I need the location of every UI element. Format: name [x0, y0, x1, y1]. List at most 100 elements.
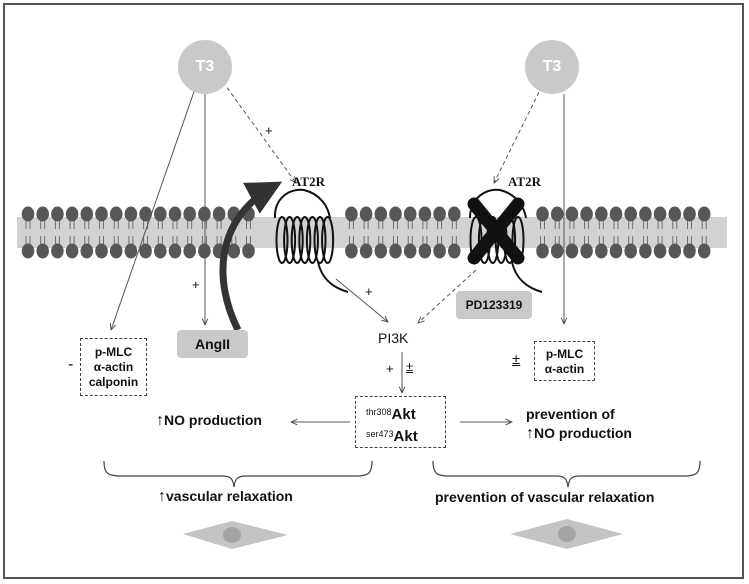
lipid-head — [536, 206, 549, 222]
p-mlc-box-left: p-MLC α-actin calponin — [80, 338, 147, 396]
outcome-left-text: vascular relaxation — [166, 488, 293, 504]
lipid-head — [403, 206, 417, 222]
outcome-right: prevention of vascular relaxation — [435, 489, 655, 505]
lipid-head — [389, 206, 402, 222]
lipid-head — [389, 243, 402, 259]
lipid-head — [51, 206, 64, 222]
lipid-head — [183, 206, 196, 222]
receptor-helix — [321, 216, 335, 264]
lipid-head — [624, 243, 637, 259]
lipid-head — [36, 243, 49, 259]
lipid-head — [21, 206, 35, 222]
lipid-head — [198, 206, 211, 222]
up-arrow-icon: ↑ — [526, 425, 534, 442]
lipid-head — [212, 206, 226, 222]
block-x-icon — [467, 197, 525, 265]
lipid-head — [95, 243, 108, 259]
lipid-head — [124, 206, 138, 222]
membrane-heads — [21, 206, 711, 259]
lipid-head — [653, 206, 667, 222]
brace-right — [432, 460, 701, 488]
p-mlc-box-right: p-MLC α-actin — [534, 341, 595, 381]
lipid-head — [51, 243, 64, 259]
outcome-left: ↑vascular relaxation — [158, 488, 293, 506]
lipid-head — [595, 243, 608, 259]
lipid-head — [580, 243, 593, 259]
lipid-head — [227, 243, 241, 259]
lipid-head — [639, 206, 652, 222]
lipid-head — [168, 243, 182, 259]
no-production-left-text: NO production — [164, 412, 262, 428]
smooth-muscle-cell-right — [510, 519, 623, 549]
prevention-line-2-text: NO production — [534, 425, 632, 441]
receptor-helix — [305, 216, 319, 264]
akt-label-1: Akt — [391, 406, 416, 423]
akt-label-2: Akt — [393, 428, 418, 445]
lipid-head — [448, 243, 461, 259]
lipid-head — [374, 206, 388, 222]
left-box-line-2: α-actin — [93, 360, 134, 374]
prevention-no-production: prevention of ↑NO production — [526, 405, 632, 443]
receptor-helix — [275, 216, 289, 264]
lipid-head — [609, 206, 623, 222]
lipid-head — [624, 206, 637, 222]
lipid-head — [198, 243, 211, 259]
arrow-t3-to-left-box — [111, 85, 197, 330]
lipid-head — [154, 206, 167, 222]
brace-left — [103, 460, 373, 488]
pi3k-pm: ± — [406, 359, 414, 374]
up-arrow-icon: ↑ — [156, 412, 164, 429]
at2r-label-right: AT2R — [508, 174, 541, 189]
lipid-head — [609, 243, 623, 259]
t3-node-left: T3 — [178, 40, 232, 94]
lipid-head — [580, 206, 593, 222]
lipid-head — [433, 206, 446, 222]
lipid-head — [36, 206, 49, 222]
at2r-label-left: AT2R — [292, 174, 325, 189]
akt-line-2: ser473Akt — [366, 425, 445, 446]
lipid-head — [565, 206, 579, 222]
lipid-head — [242, 243, 255, 259]
receptor-helix — [313, 216, 327, 264]
receptor-helix — [290, 216, 304, 264]
akt-box: thr308Akt ser473Akt — [355, 396, 446, 448]
left-box-sign: - — [68, 356, 74, 373]
pd123319-box: PD123319 — [456, 291, 532, 319]
akt-thr308-sup: thr308 — [366, 407, 392, 417]
receptor-helix — [298, 216, 312, 264]
lipid-head — [154, 243, 167, 259]
lipid-head — [124, 243, 138, 259]
lipid-head — [109, 243, 123, 259]
lipid-head — [418, 243, 432, 259]
t3-node-right: T3 — [525, 40, 579, 94]
lipid-head — [95, 206, 108, 222]
angii-box: AngII — [177, 330, 248, 358]
lipid-head — [653, 243, 667, 259]
arrow-t3r-to-at2r-dashed — [494, 85, 543, 183]
prevention-line-1: prevention of — [526, 406, 615, 422]
prevention-line-2: ↑NO production — [526, 424, 632, 443]
lipid-head — [697, 243, 711, 259]
lipid-head — [139, 243, 152, 259]
lipid-head — [374, 243, 388, 259]
lipid-head — [433, 243, 446, 259]
pi3k-plus: + — [386, 361, 394, 376]
lipid-head — [565, 243, 579, 259]
plus-at2r-pi3k: + — [365, 284, 373, 299]
figure-frame — [3, 3, 744, 579]
arrow-pd-to-pi3k-dashed — [418, 269, 477, 323]
lipid-head — [595, 206, 608, 222]
lipid-head — [359, 243, 373, 259]
lipid-head — [80, 206, 94, 222]
lipid-head — [345, 206, 358, 222]
at2r-helices-left — [275, 216, 335, 264]
lipid-head — [550, 206, 564, 222]
lipid-head — [21, 243, 35, 259]
lipid-head — [448, 206, 461, 222]
lipid-head — [668, 206, 682, 222]
akt-ser473-sup: ser473 — [366, 429, 394, 439]
up-arrow-icon: ↑ — [158, 488, 166, 505]
lipid-head — [550, 243, 564, 259]
lipid-head — [359, 206, 373, 222]
